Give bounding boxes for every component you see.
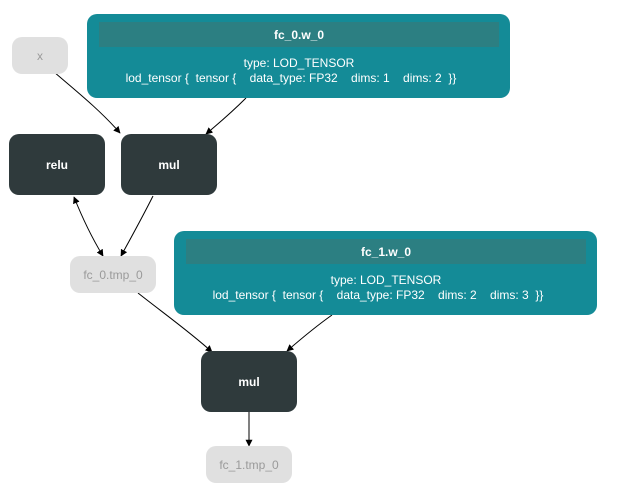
node-fc_0-w_0-title: fc_0.w_0 <box>274 28 324 42</box>
node-mul-2-label: mul <box>238 375 259 389</box>
node-mul-2[interactable]: mul <box>201 351 297 412</box>
node-fc_1-w_0-detail: lod_tensor { tensor { data_type: FP32 di… <box>213 288 544 302</box>
node-x[interactable]: x <box>12 37 68 74</box>
node-relu-label: relu <box>46 158 68 172</box>
node-x-label: x <box>37 49 43 63</box>
edge-fc1w-to-mul2 <box>286 314 333 352</box>
node-fc_1-w_0-type: type: LOD_TENSOR <box>331 273 442 287</box>
edge-x-to-mul <box>53 71 121 134</box>
node-fc_0-w_0-detail: lod_tensor { tensor { data_type: FP32 di… <box>126 71 457 85</box>
node-fc_1-w_0-title: fc_1.w_0 <box>361 245 411 259</box>
edge-fc0w-to-mul <box>205 97 247 135</box>
node-mul-1[interactable]: mul <box>121 134 217 195</box>
edge-relu-fc0tmp <box>73 196 104 257</box>
node-fc_0-tmp_0[interactable]: fc_0.tmp_0 <box>70 256 156 293</box>
edge-fc0tmp-to-mul2 <box>137 292 213 353</box>
node-fc_0-w_0-type: type: LOD_TENSOR <box>244 56 355 70</box>
edge-mul-to-fc0tmp <box>120 195 154 257</box>
node-fc_1-tmp_0[interactable]: fc_1.tmp_0 <box>206 446 292 483</box>
node-mul-1-label: mul <box>158 158 179 172</box>
edges <box>53 71 333 447</box>
node-fc_1-w_0[interactable]: fc_1.w_0 type: LOD_TENSOR lod_tensor { t… <box>174 231 597 315</box>
node-fc_0-tmp_0-label: fc_0.tmp_0 <box>83 268 143 282</box>
node-relu[interactable]: relu <box>9 134 105 195</box>
node-fc_1-tmp_0-label: fc_1.tmp_0 <box>219 458 279 472</box>
node-fc_0-w_0[interactable]: fc_0.w_0 type: LOD_TENSOR lod_tensor { t… <box>87 14 510 98</box>
